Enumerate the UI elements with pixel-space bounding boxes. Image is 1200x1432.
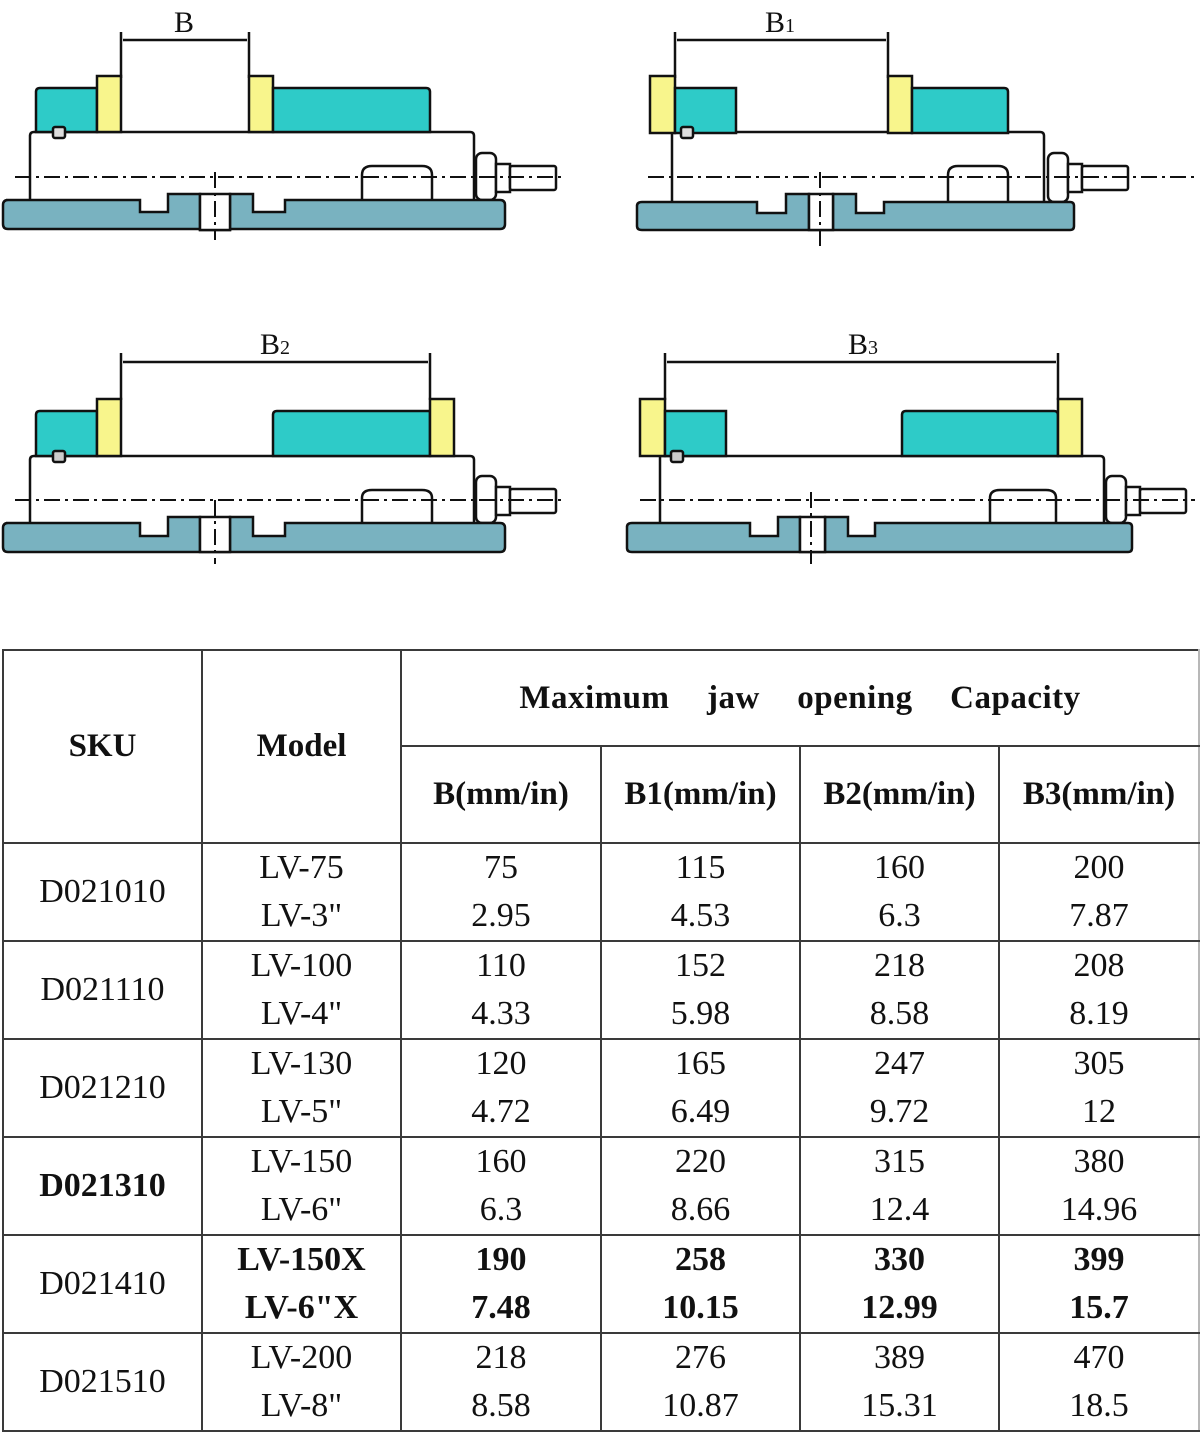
header-b1: B1(mm/in)	[600, 745, 801, 844]
header-b: B(mm/in)	[400, 745, 602, 844]
dimension-label-b3: B3	[848, 328, 878, 361]
header-max-jaw-opening: Maximum jaw opening Capacity	[399, 649, 1200, 747]
sku-cell: D021210	[2, 1038, 203, 1138]
vise-diagram-b1: B1	[600, 0, 1200, 300]
vise-diagram-b2: B2	[0, 320, 600, 580]
vise-diagram-b: B	[0, 0, 600, 300]
dimension-label-b1: B1	[765, 6, 795, 39]
jaw-opening-spec-table: SKU Model Maximum jaw opening Capacity B…	[2, 649, 1200, 1432]
header-b3: B3(mm/in)	[997, 745, 1200, 844]
header-sku: SKU	[2, 649, 203, 844]
dimension-label-b2: B2	[260, 328, 290, 361]
sku-cell: D021510	[2, 1332, 203, 1432]
sku-cell: D021310	[2, 1136, 203, 1236]
sku-cell: D021410	[2, 1234, 203, 1334]
sku-cell: D021110	[2, 940, 203, 1040]
vise-diagram-b3: B3	[600, 320, 1200, 580]
sku-cell: D021010	[2, 842, 203, 942]
dimension-label-b: B	[174, 6, 194, 39]
header-b2: B2(mm/in)	[799, 745, 1000, 844]
header-model: Model	[201, 649, 402, 844]
